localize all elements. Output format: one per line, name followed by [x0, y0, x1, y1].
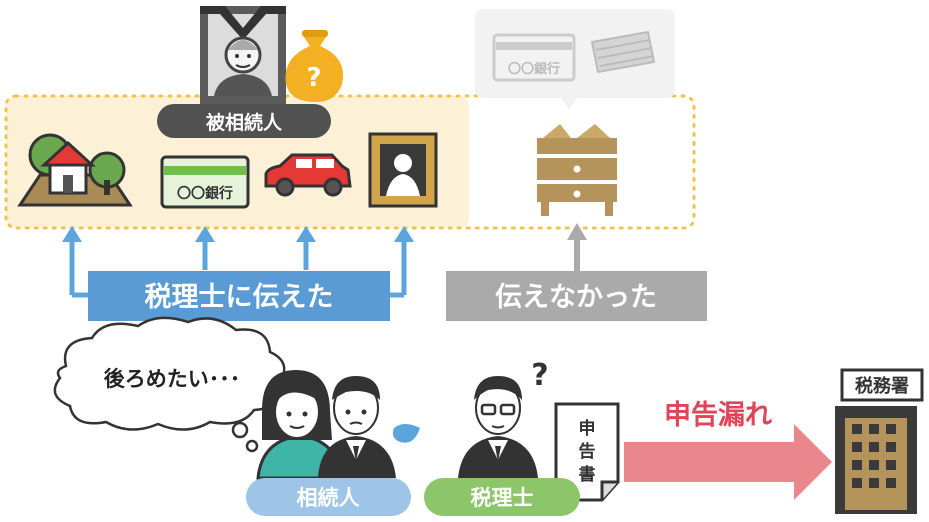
told-bar	[88, 271, 390, 321]
estate-dotted-border	[4, 94, 696, 230]
heirs-label-bg	[246, 478, 411, 516]
tax-accountant-label: 税理士	[471, 486, 534, 510]
tax-office-sign-bg	[840, 368, 924, 402]
tax-return-char-1: 申	[579, 418, 596, 439]
thought-text: 後ろめたい･･･	[104, 367, 241, 391]
omission-label: 申告漏れ	[664, 400, 772, 431]
hidden-assets-bubble	[475, 9, 675, 110]
accountant-label-bg	[424, 478, 580, 516]
drawer-chest-icon	[537, 124, 617, 216]
told-arrows	[69, 240, 407, 298]
car-icon	[264, 153, 352, 197]
sweat-drop-icon	[392, 424, 420, 443]
house-icon	[17, 133, 133, 207]
omission-arrow	[624, 424, 832, 500]
painting-icon	[368, 132, 438, 208]
bank-card-icon	[160, 155, 250, 209]
heir-man-icon	[318, 376, 396, 478]
deceased-label-bg	[157, 104, 331, 138]
deceased-label: 被相続人	[206, 111, 283, 134]
told-label: 税理士に伝えた	[145, 282, 334, 313]
tax-return-char-2: 告	[579, 441, 596, 462]
not-told-arrow-shaft	[574, 238, 580, 276]
tax-return-char-3: 書	[579, 464, 596, 485]
heir-woman-icon	[256, 370, 342, 480]
deceased-portrait-icon	[200, 6, 286, 104]
accountant-question-mark: ?	[531, 358, 548, 393]
tax-accountant-icon	[458, 376, 538, 478]
tax-office-building-icon	[835, 406, 917, 514]
not-told-arrow-head	[567, 223, 587, 240]
hidden-bank-text: 〇〇銀行	[508, 61, 560, 77]
money-bag-question-mark: ?	[306, 63, 321, 93]
not-told-bar	[446, 271, 707, 321]
tax-office-label: 税務署	[855, 375, 909, 397]
heirs-label: 相続人	[297, 486, 360, 510]
told-arrowheads	[62, 226, 414, 242]
money-bag-question-icon	[285, 30, 344, 102]
not-told-label: 伝えなかった	[495, 282, 657, 313]
bank-card-text: 〇〇銀行	[177, 185, 233, 202]
